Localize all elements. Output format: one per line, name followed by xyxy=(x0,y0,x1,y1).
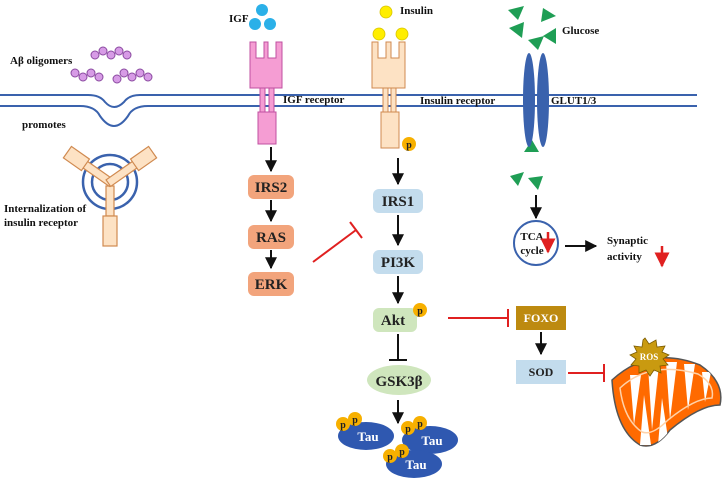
receptor-phospho-badge: p xyxy=(402,137,416,151)
glut-transporter-icon xyxy=(523,53,549,147)
insulin-ligand-icon xyxy=(372,5,409,41)
igf-ligand-icon xyxy=(249,4,276,30)
erk-inhibits-irs1 xyxy=(312,221,363,263)
svg-text:ERK: ERK xyxy=(255,277,288,293)
igf-label: IGF xyxy=(229,13,249,25)
svg-text:p: p xyxy=(387,452,393,463)
svg-text:IRS1: IRS1 xyxy=(382,194,415,210)
svg-text:p: p xyxy=(406,140,412,151)
svg-text:Tau: Tau xyxy=(405,457,426,472)
glucose-label: Glucose xyxy=(562,25,599,37)
tau-protein: Tau p p xyxy=(401,416,458,454)
svg-text:p: p xyxy=(405,424,411,435)
svg-text:Tau: Tau xyxy=(357,429,378,444)
insulin-receptor-icon xyxy=(371,41,406,149)
svg-text:p: p xyxy=(399,447,405,458)
svg-text:RAS: RAS xyxy=(256,230,286,246)
foxo-node: FOXO xyxy=(516,306,566,330)
irs1-node: IRS1 xyxy=(373,189,423,213)
akt-phospho-badge: p xyxy=(413,303,427,317)
erk-node: ERK xyxy=(248,272,294,296)
insulin-receptor-label: Insulin receptor xyxy=(420,95,495,107)
svg-text:TCA: TCA xyxy=(520,231,543,243)
gsk3b-node: GSK3β xyxy=(367,365,431,395)
akt-node: Akt xyxy=(373,308,417,332)
svg-text:FOXO: FOXO xyxy=(524,311,559,325)
insulin-label: Insulin xyxy=(400,5,433,17)
svg-text:p: p xyxy=(340,420,346,431)
svg-text:p: p xyxy=(352,415,358,426)
igf-receptor-label: IGF receptor xyxy=(283,94,345,106)
synaptic-label-line2: activity xyxy=(607,251,642,263)
glut-label: GLUT1/3 xyxy=(551,95,597,107)
irs2-node: IRS2 xyxy=(248,175,294,199)
promotes-label: promotes xyxy=(22,119,67,131)
abeta-oligomers-icon xyxy=(70,46,153,84)
svg-text:Akt: Akt xyxy=(381,313,405,329)
svg-text:SOD: SOD xyxy=(529,365,554,379)
svg-text:p: p xyxy=(417,419,423,430)
svg-text:Tau: Tau xyxy=(421,433,442,448)
svg-text:IRS2: IRS2 xyxy=(255,180,288,196)
synaptic-label-line1: Synaptic xyxy=(607,235,648,247)
pi3k-node: PI3K xyxy=(373,250,423,274)
glucose-molecules-icon xyxy=(508,6,556,190)
svg-text:GSK3β: GSK3β xyxy=(375,374,422,390)
ros-burst-icon: ROS xyxy=(629,337,670,377)
mitochondrion-icon xyxy=(611,356,722,447)
svg-text:PI3K: PI3K xyxy=(381,255,416,271)
internalization-label-line1: Internalization of xyxy=(4,203,87,215)
igf-receptor-icon xyxy=(249,41,283,145)
svg-text:ROS: ROS xyxy=(640,352,659,362)
akt-inhibits-foxo xyxy=(448,309,509,327)
sod-node: SOD xyxy=(516,360,566,384)
cell-membrane xyxy=(0,94,697,127)
internalized-receptor-icon xyxy=(62,145,158,247)
tca-cycle-node: TCA cycle xyxy=(513,220,559,266)
ras-node: RAS xyxy=(248,225,294,249)
sod-inhibits-ros xyxy=(568,364,605,382)
svg-text:p: p xyxy=(417,306,423,317)
internalization-label-line2: insulin receptor xyxy=(4,217,78,229)
tau-protein: Tau p p xyxy=(383,444,442,478)
akt-inhibits-gsk3b xyxy=(389,334,407,361)
svg-text:cycle: cycle xyxy=(520,245,543,257)
abeta-oligomers-label: Aβ oligomers xyxy=(10,55,73,67)
tau-protein: Tau p p xyxy=(336,412,394,450)
